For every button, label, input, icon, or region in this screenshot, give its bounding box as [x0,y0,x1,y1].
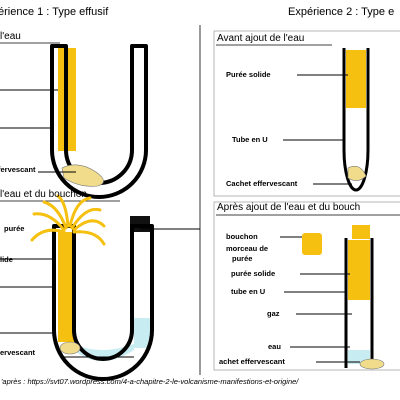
label-bouchon: bouchon [226,232,258,241]
puree-column [58,232,74,342]
u-tube-exp2-before [342,48,370,192]
gas-zone [348,300,370,350]
label-puree-solide: Purée solide [226,70,271,79]
puree-eruption [30,194,106,246]
label-eau: eau [268,342,281,351]
label-gaz: gaz [267,309,280,318]
label-tube-u: tube en U [231,287,266,296]
puree-piece [302,233,322,255]
label-puree: purée [4,224,25,233]
effervescent-tablet [61,164,104,187]
u-tube-exp2-after [302,225,385,370]
panel-title-exp2-before: Avant ajout de l'eau [217,33,305,44]
panel-title-exp1-after: l'eau et du bouchon [0,189,87,200]
water-right-arm [134,318,150,348]
u-tube-outline [344,238,374,368]
panel-title-exp2-after: Après ajout de l'eau et du bouch [217,202,361,213]
u-tube-outline [342,48,370,192]
experiment1-title: érience 1 : Type effusif [0,6,109,18]
panel-title-exp1-before: l'eau [0,31,21,42]
label-effervescent: fervescant [0,165,36,174]
u-tube-exp1-before [50,44,148,199]
label-morceau-2: purée [232,254,253,263]
effervescent-tablet [347,165,367,181]
u-tube-outline [52,224,154,381]
label-puree-solide: purée solide [231,269,276,278]
label-solide: lide [0,255,13,264]
label-cachet: Cachet effervescant [226,179,298,188]
experiment2-title: Expérience 2 : Type e [288,6,395,18]
panel-frame-exp2-before [213,30,400,197]
puree-solid [346,50,366,108]
puree-solid [348,240,370,300]
label-tube-u: Tube en U [232,135,268,144]
source-caption: 'après : https://svt07.wordpress.com/4-a… [1,377,299,386]
effervescent-tablet [59,341,81,355]
panel-frame-exp2-after [213,201,400,371]
effervescent-tablet [359,358,385,370]
stopper-puree [352,225,370,239]
label-cachet: achet effervescant [219,357,285,366]
label-morceau-1: morceau de [226,244,269,253]
label-effervescent: ervescant [0,348,36,357]
